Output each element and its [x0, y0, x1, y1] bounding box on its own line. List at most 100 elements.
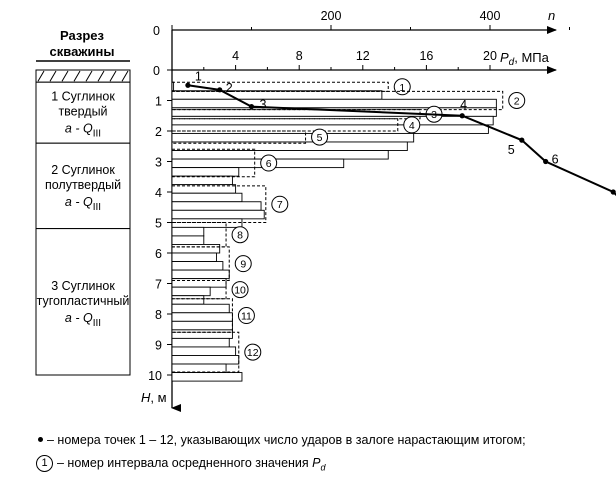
n-axis-tick-label: 0 — [153, 24, 160, 38]
topsoil-hatch-line — [85, 70, 93, 82]
pd-interval-circle-icon — [234, 255, 252, 273]
pd-step-bar — [171, 201, 262, 211]
blow-count-line — [187, 84, 616, 197]
pd-interval-outline — [172, 298, 233, 333]
pd-axis-label-sub: d — [509, 57, 515, 68]
pd-step-bar — [171, 132, 415, 143]
pd-step-bar — [171, 252, 217, 262]
topsoil-hatch-line — [109, 70, 117, 82]
pd-interval-outline — [172, 81, 389, 92]
pd-interval-label: 11 — [241, 311, 252, 323]
legend-circle-sub: d — [320, 462, 326, 473]
pd-step-bar — [171, 295, 205, 305]
pd-step-bar — [171, 372, 243, 382]
pd-axis-tick-label: 20 — [483, 49, 497, 63]
soil-layer-box — [35, 228, 131, 376]
soil-layer-state: тугопластичный — [37, 294, 130, 308]
soil-layer-box — [35, 142, 131, 230]
soil-layer-state: твердый — [58, 105, 107, 119]
pd-interval-circle-icon — [403, 116, 421, 134]
soil-index-prefix: a - Q — [65, 311, 93, 325]
pd-step-bar — [171, 261, 224, 271]
pd-interval-circle-icon — [508, 92, 526, 109]
blow-count-point — [185, 82, 191, 88]
soil-index-sub: III — [93, 202, 101, 213]
pd-interval-label: 5 — [317, 132, 323, 144]
pd-axis-label-unit: , МПа — [514, 50, 549, 65]
pd-step-bar — [171, 81, 175, 92]
pd-step-bar — [171, 355, 240, 365]
pd-step-bar — [171, 363, 227, 374]
topsoil-hatch-line — [61, 70, 69, 82]
topsoil-hatch-line — [97, 70, 105, 82]
pd-step-bars — [171, 81, 497, 382]
pd-interval-outline — [172, 331, 240, 373]
pd-interval-outline — [172, 90, 504, 111]
pd-interval-circle-icon — [231, 281, 249, 299]
pd-step-bar — [171, 346, 237, 356]
topsoil-hatch-line — [49, 70, 57, 82]
pd-interval-circle-icon — [260, 154, 278, 172]
pd-interval-circle-icon — [311, 128, 329, 146]
legend-circle-text: – номер интервала осредненного значения — [57, 455, 313, 470]
blow-count-point — [519, 137, 525, 143]
pd-step-bar — [171, 337, 230, 348]
pd-step-bar — [171, 218, 243, 228]
blow-count-point — [610, 189, 616, 195]
soil-index-sub: III — [93, 318, 101, 329]
blow-count-point-label: 3 — [260, 98, 267, 112]
pd-axis-label-var: P — [500, 50, 509, 65]
topsoil-hatch-line — [121, 70, 129, 82]
blow-count-point-label: 1 — [195, 69, 202, 83]
pd-interval-label: 9 — [240, 259, 246, 271]
legend-dot-row: – номера точек 1 – 12, указывающих число… — [34, 433, 526, 447]
pd-step-bar — [171, 286, 211, 297]
h-axis-tick-label: 1 — [155, 95, 162, 109]
soil-layer-index: a - QIII — [65, 195, 101, 213]
blow-count-point-label: 6 — [552, 153, 559, 167]
h-axis-tick-label: 5 — [155, 217, 162, 231]
pd-interval-outline — [172, 279, 227, 300]
pd-step-bar — [171, 175, 233, 186]
circled-number-icon: 1 — [36, 455, 53, 472]
pd-interval-outline — [172, 130, 307, 144]
soil-layer-state: полутвердый — [45, 178, 121, 192]
pd-interval-label: 8 — [237, 230, 243, 242]
soil-index-prefix: a - Q — [65, 195, 93, 209]
pd-interval-label: 6 — [266, 158, 272, 170]
blow-count-point-label: 4 — [460, 98, 467, 112]
blow-count-point-label: 2 — [226, 81, 233, 95]
pd-axis-tick-label: 4 — [232, 49, 239, 63]
pd-axis-label: Pd, МПа — [500, 50, 550, 68]
pd-step-bar — [171, 312, 233, 322]
pd-axis-tick-label: 16 — [419, 49, 433, 63]
pd-interval-label: 2 — [514, 96, 520, 108]
soil-layer-name: 3 Суглинок — [51, 279, 115, 293]
pd-interval-circle-icon — [393, 78, 411, 96]
pd-interval-circle-icon — [271, 195, 289, 213]
soil-index-prefix: a - Q — [65, 122, 93, 136]
pd-step-bar — [171, 235, 205, 245]
soil-layer-index: a - QIII — [65, 122, 101, 140]
h-axis-tick-label: 7 — [155, 278, 162, 292]
pd-step-bar — [171, 150, 389, 160]
pd-step-bar — [171, 209, 265, 220]
h-axis-tick-label: 9 — [155, 339, 162, 353]
legend-circle-var: P — [312, 455, 321, 470]
h-axis-label-var: H — [141, 390, 151, 405]
h-axis-label-unit: , м — [150, 390, 166, 405]
dot-marker-icon — [38, 437, 43, 443]
h-axis-tick-label: 3 — [155, 156, 162, 170]
pd-step-bar — [171, 158, 345, 169]
blow-count-point — [543, 158, 549, 165]
legend-circle-row: 1 – номер интервала осредненного значения… — [34, 455, 326, 472]
soil-index-sub: III — [93, 129, 101, 140]
pd-step-bar — [171, 115, 494, 126]
h-axis-tick-label: 8 — [155, 308, 162, 322]
section-header-line1: Разрез — [60, 28, 105, 43]
h-axis-tick-label: 6 — [155, 247, 162, 261]
